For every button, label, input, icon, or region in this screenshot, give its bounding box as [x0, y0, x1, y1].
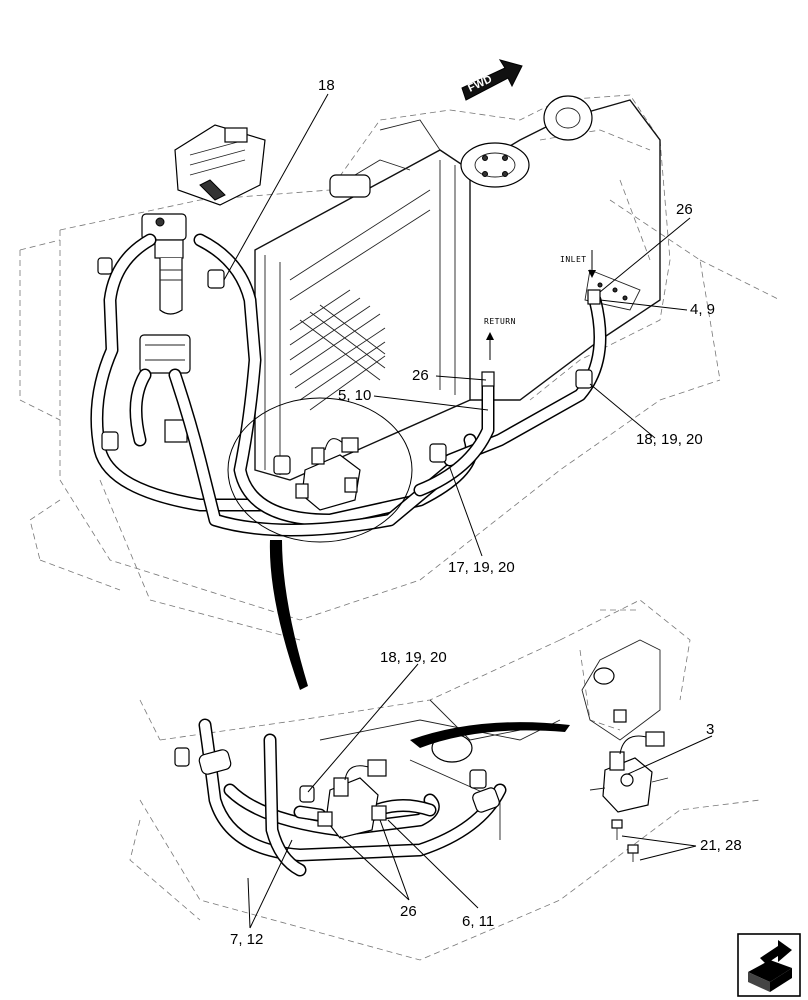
callout-3: 3 [706, 721, 714, 738]
callout-21-28: 21, 28 [700, 837, 742, 854]
pump-exploded-view [581, 639, 669, 862]
water-separator [139, 334, 191, 443]
callout-7-12: 7, 12 [230, 931, 263, 948]
detail-view-assembly [174, 699, 561, 840]
machine-frame-outline [19, 94, 781, 961]
next-page-icon[interactable] [737, 933, 801, 997]
callout-26-inlet: 26 [676, 201, 693, 218]
detail-pointer-arrow [410, 722, 570, 748]
detail-clamps [198, 749, 500, 813]
callout-26-return: 26 [412, 367, 429, 384]
fuel-filter [141, 213, 187, 315]
engine-component [174, 124, 266, 206]
inlet-label: INLET [560, 255, 587, 264]
fuel-pump-detail [317, 759, 387, 839]
callouts: 18 26 4, 9 26 5, 10 18, 19, 20 17, 19, 2… [230, 77, 742, 948]
return-label: RETURN [484, 317, 516, 326]
leader-lines [223, 93, 713, 929]
fuel-pump-upper [295, 437, 361, 511]
forward-arrow-icon: FWD [461, 59, 523, 101]
detail-circle [227, 397, 413, 690]
radiator-core-hatch [289, 289, 386, 411]
callout-4-9: 4, 9 [690, 301, 715, 318]
callout-18-19-20-upper: 18, 19, 20 [636, 431, 703, 448]
callout-5-10: 5, 10 [338, 387, 371, 404]
fuel-hoses-upper [90, 233, 607, 537]
clamps-upper [97, 257, 601, 475]
callout-18: 18 [318, 77, 335, 94]
callout-18-19-20-detail: 18, 19, 20 [380, 649, 447, 666]
callout-6-11: 6, 11 [462, 913, 494, 930]
callout-26-detail: 26 [400, 903, 417, 920]
radiator-assembly [254, 95, 661, 481]
callout-17-19-20: 17, 19, 20 [448, 559, 515, 576]
